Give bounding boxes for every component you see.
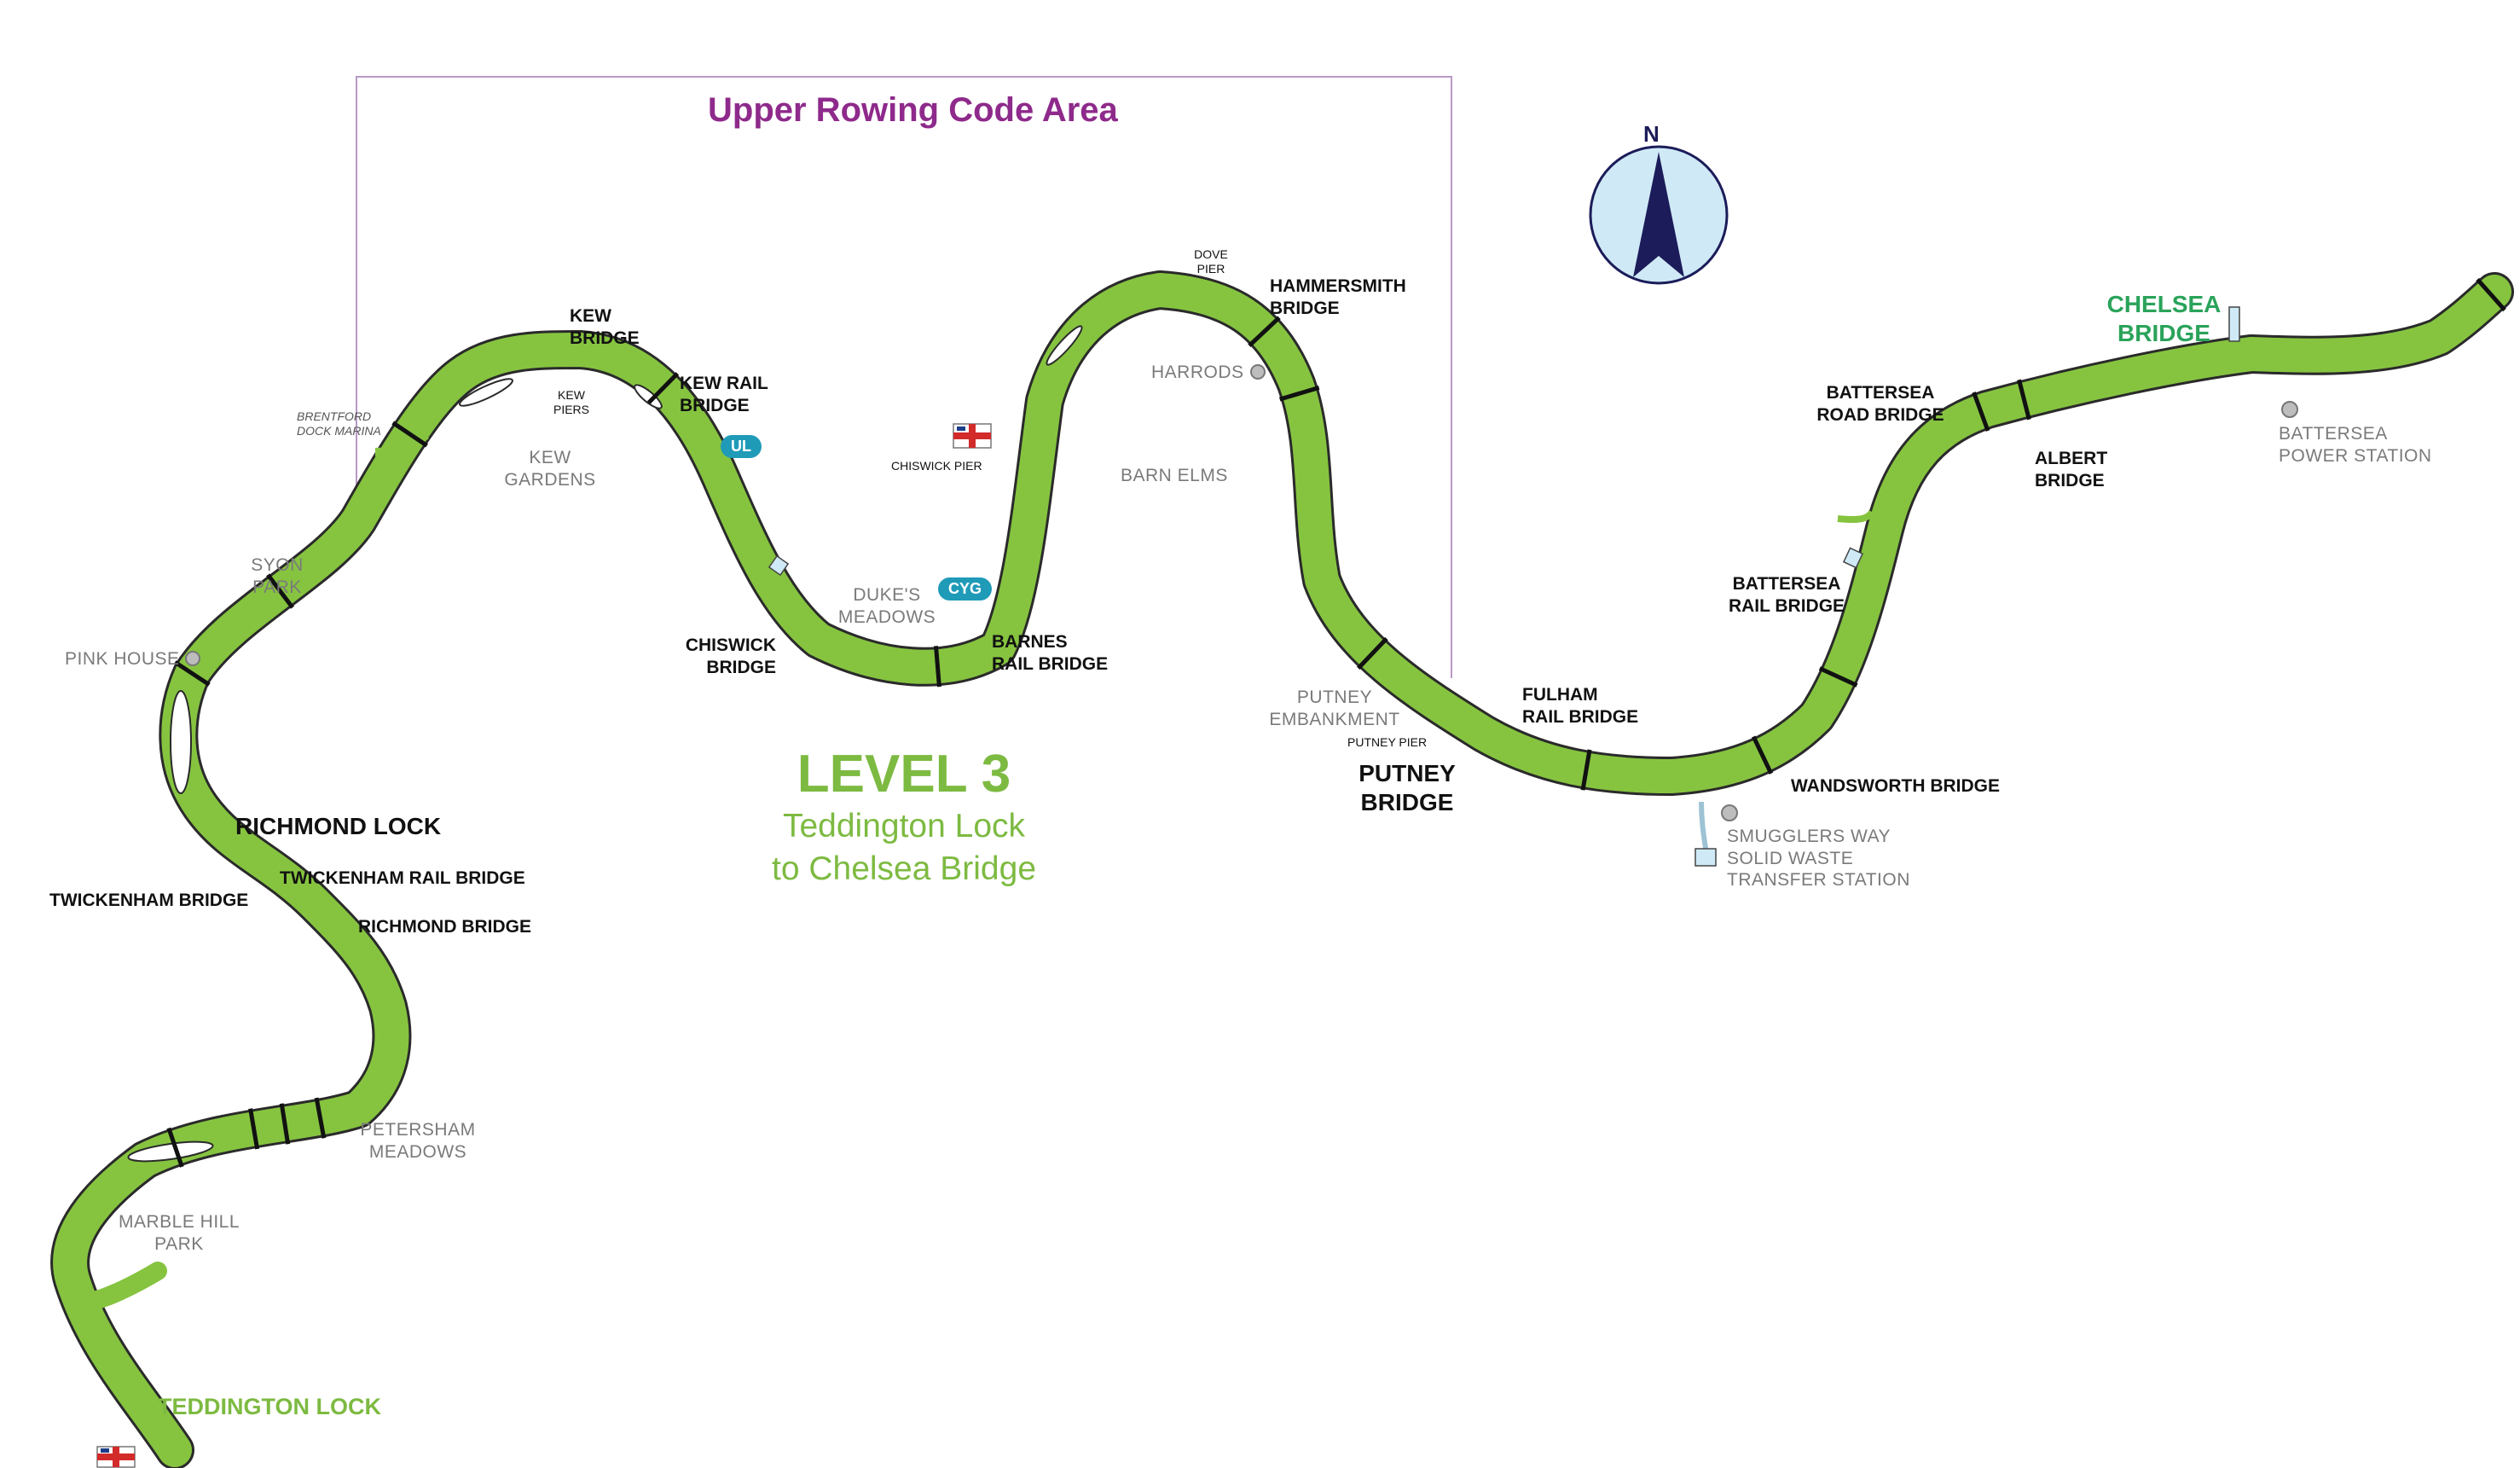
- compass-icon: [1589, 145, 1729, 285]
- smugglers-pier-icon: [1694, 848, 1717, 867]
- battersea-pier-icon: [1842, 547, 1864, 569]
- putney-pier-label: PUTNEY PIER: [1347, 735, 1428, 749]
- fulham-rail-bridge-label: FULHAM RAIL BRIDGE: [1522, 685, 1639, 727]
- battersea-road-bridge-mark: [1751, 735, 1774, 775]
- island-chiswick: [1046, 325, 1083, 366]
- fulham-rail-bridge-mark: [1278, 386, 1320, 402]
- island-richmond: [170, 690, 192, 794]
- teddington-flag-icon: [96, 1446, 136, 1468]
- richmond-lock-mark: [166, 1127, 184, 1168]
- battersea-rail-bridge-mark: [1580, 749, 1592, 791]
- level-subtitle-line2: to Chelsea Bridge: [771, 850, 1037, 887]
- chelsea-bridge-mark-2: [2017, 379, 2031, 421]
- twickenham-bridge-label: TWICKENHAM BRIDGE: [49, 891, 249, 910]
- petersham-meadows-label: PETERSHAM MEADOWS: [360, 1120, 476, 1162]
- smugglers-way-label: SMUGGLERS WAY SOLID WASTE TRANSFER STATI…: [1727, 827, 1910, 891]
- compass-north-label: N: [1643, 121, 1660, 147]
- kew-rail-pier-icon: [768, 554, 790, 577]
- kew-rail-bridge-mark: [266, 573, 295, 609]
- area-title: Upper Rowing Code Area: [708, 91, 1118, 129]
- battersea-road-bridge-label: BATTERSEA ROAD BRIDGE: [1816, 383, 1944, 425]
- smugglers-way-marker: [1721, 804, 1738, 821]
- richmond-lock-label: RICHMOND LOCK: [235, 813, 442, 839]
- level-title: LEVEL 3: [797, 745, 1011, 804]
- richmond-bridge-mark: [314, 1097, 327, 1139]
- pink-house-marker: [185, 651, 200, 666]
- river-thames: [53, 273, 2511, 1467]
- chelsea-pier-icon: [2228, 306, 2240, 342]
- barnes-rail-bridge-label: BARNES RAIL BRIDGE: [992, 632, 1109, 674]
- marble-hill-inlet: [84, 1262, 167, 1310]
- barn-elms-label: BARN ELMS: [1121, 466, 1228, 485]
- river-end-mark: [2476, 277, 2506, 312]
- twickenham-rail-bridge-label: TWICKENHAM RAIL BRIDGE: [280, 868, 525, 888]
- barnes-rail-bridge-mark: [646, 372, 680, 404]
- kew-bridge-mark: [173, 660, 211, 687]
- putney-bridge-label: PUTNEY BRIDGE: [1358, 760, 1456, 816]
- kew-rail-bridge-label: KEW RAIL BRIDGE: [680, 374, 768, 415]
- cyg-badge: CYG: [938, 577, 993, 601]
- island-kew: [459, 378, 513, 407]
- kew-gardens-label: KEW GARDENS: [504, 448, 596, 490]
- upper-rowing-area-border: [356, 76, 1452, 678]
- chiswick-bridge-label: CHISWICK BRIDGE: [685, 635, 776, 677]
- battersea-power-station-label: BATTERSEA POWER STATION: [2279, 424, 2432, 466]
- richmond-bridge-label: RICHMOND BRIDGE: [358, 917, 531, 937]
- hammersmith-bridge-label: HAMMERSMITH BRIDGE: [1270, 276, 1406, 318]
- battersea-inlet: [1837, 509, 1875, 523]
- wandsworth-bridge-label: WANDSWORTH BRIDGE: [1791, 776, 2000, 796]
- brentford-dock-marina-label: BRENTFORD DOCK MARINA: [297, 409, 381, 438]
- dukes-meadows-label: DUKE'S MEADOWS: [837, 585, 936, 627]
- teddington-lock-label: TEDDINGTON LOCK: [158, 1394, 381, 1419]
- island-kew-rail: [634, 384, 663, 409]
- battersea-power-marker: [2281, 401, 2298, 418]
- twickenham-bridge-mark: [279, 1103, 291, 1145]
- island-petersham: [127, 1140, 214, 1163]
- twickenham-rail-mark: [248, 1108, 260, 1150]
- albert-bridge-label: ALBERT BRIDGE: [2035, 449, 2108, 490]
- bridge-marks: [166, 277, 2506, 1168]
- chiswick-bridge-mark: [391, 421, 428, 448]
- marble-hill-park-label: MARBLE HILL PARK: [118, 1212, 240, 1254]
- hammersmith-bridge-mark: [934, 646, 941, 688]
- chiswick-pier-flag-icon: [953, 423, 992, 449]
- harrods-marker: [1250, 364, 1266, 380]
- level-subtitle-line1: Teddington Lock: [782, 808, 1026, 844]
- dove-pier-label: DOVE PIER: [1194, 247, 1228, 276]
- kew-piers-label: KEW PIERS: [553, 388, 589, 417]
- harrods-label: HARRODS: [1151, 363, 1244, 382]
- compass-needle-icon: [1633, 152, 1684, 277]
- wandsworth-bridge-mark: [1356, 636, 1388, 670]
- putney-embankment-label: PUTNEY EMBANKMENT: [1269, 688, 1400, 729]
- syon-park-label: SYON PARK: [251, 555, 304, 597]
- brentford-dock-channel: [374, 431, 429, 456]
- chelsea-bridge-mark: [1972, 392, 1990, 432]
- battersea-rail-bridge-label: BATTERSEA RAIL BRIDGE: [1728, 574, 1845, 616]
- kew-bridge-label: KEW BRIDGE: [570, 306, 640, 348]
- chiswick-pier-label: CHISWICK PIER: [891, 459, 982, 473]
- ul-badge: UL: [721, 435, 762, 458]
- chelsea-bridge-label: CHELSEA BRIDGE: [2106, 291, 2222, 347]
- putney-bridge-mark: [1248, 316, 1281, 347]
- albert-bridge-mark: [1818, 666, 1858, 688]
- pink-house-label: PINK HOUSE: [65, 649, 180, 669]
